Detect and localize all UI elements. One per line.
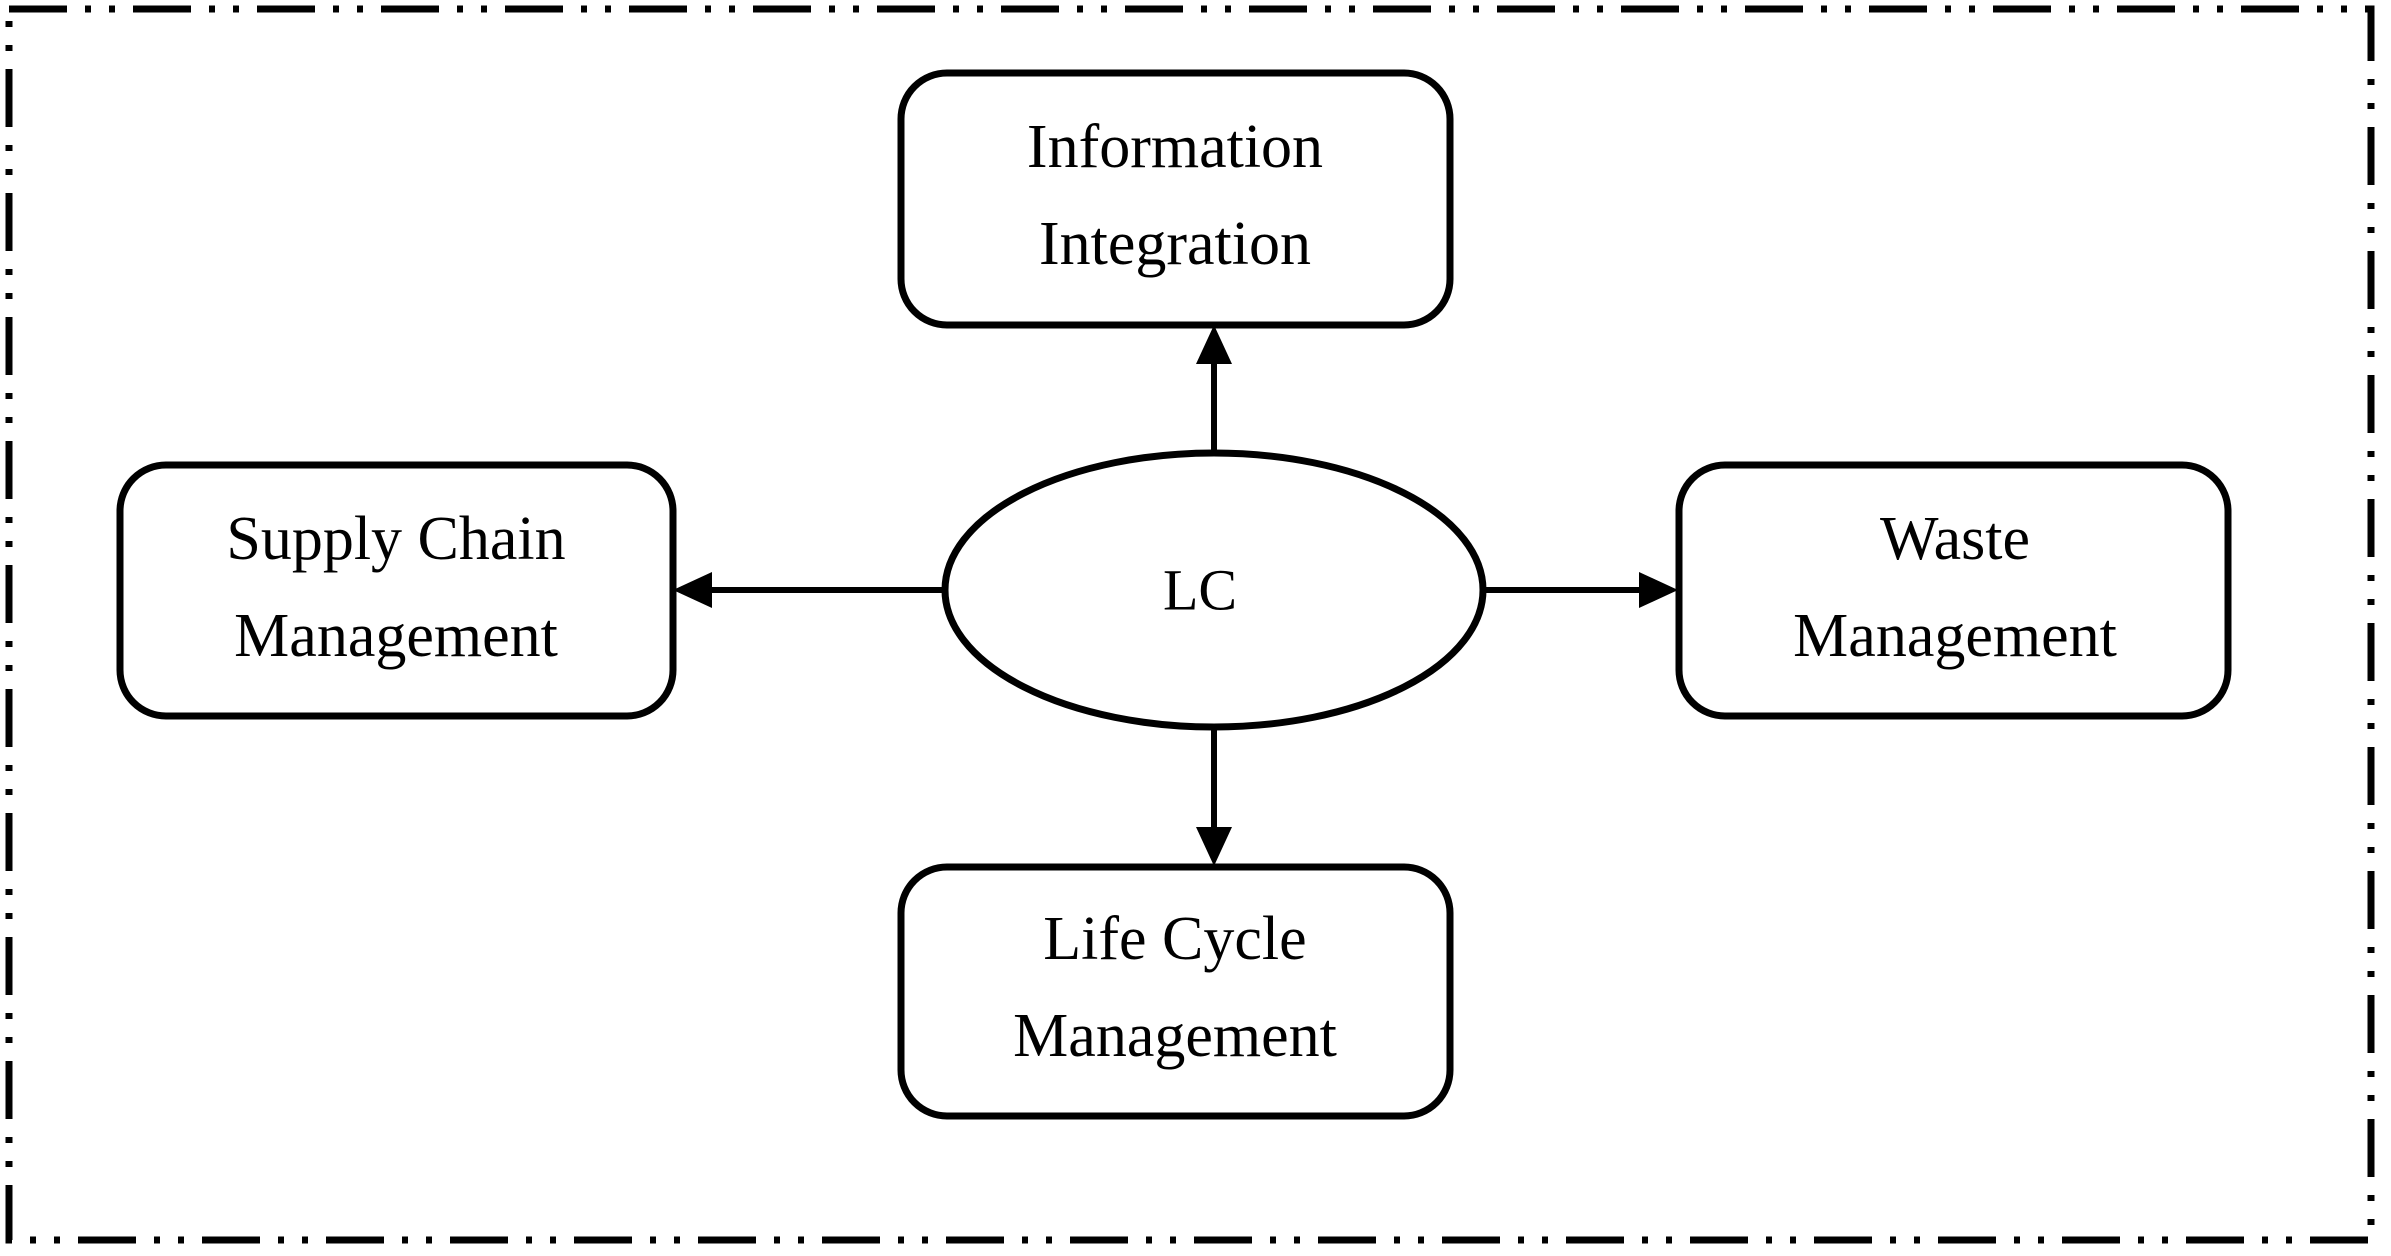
node-information-integration-line1: Information — [1027, 113, 1323, 181]
node-supply-chain-management-line2: Management — [234, 602, 558, 670]
node-supply-chain-management[interactable]: Supply Chain Management — [116, 461, 677, 720]
node-life-cycle-management[interactable]: Life Cycle Management — [897, 863, 1454, 1120]
node-information-integration[interactable]: Information Integration — [897, 69, 1454, 329]
edge-lc-to-information-integration — [1196, 325, 1232, 455]
outer-frame-border — [5, 5, 2375, 1244]
node-information-integration-line2: Integration — [1039, 210, 1311, 278]
node-lc-center[interactable]: LC — [941, 449, 1487, 731]
arrowhead-down-icon — [1196, 827, 1232, 866]
node-lc-center-label: LC — [1163, 557, 1237, 622]
node-waste-management[interactable]: Waste Management — [1675, 461, 2232, 720]
node-life-cycle-management-line1: Life Cycle — [1043, 905, 1306, 973]
node-life-cycle-management-shape[interactable] — [897, 863, 1454, 1120]
node-supply-chain-management-shape[interactable] — [116, 461, 677, 720]
node-life-cycle-management-line2: Management — [1013, 1002, 1337, 1070]
node-waste-management-shape[interactable] — [1675, 461, 2232, 720]
node-lc-center-shape[interactable] — [941, 449, 1487, 731]
edge-lc-to-life-cycle-management — [1196, 725, 1232, 866]
edge-lc-to-waste-management — [1485, 572, 1678, 608]
arrowhead-up-icon — [1196, 325, 1232, 364]
node-waste-management-line2: Management — [1793, 602, 2117, 670]
edge-lc-to-supply-chain-management — [673, 572, 943, 608]
arrowhead-right-icon — [1639, 572, 1678, 608]
arrowhead-left-icon — [673, 572, 712, 608]
node-waste-management-line1: Waste — [1880, 505, 2030, 573]
node-supply-chain-management-line1: Supply Chain — [226, 505, 565, 573]
node-information-integration-shape[interactable] — [897, 69, 1454, 329]
